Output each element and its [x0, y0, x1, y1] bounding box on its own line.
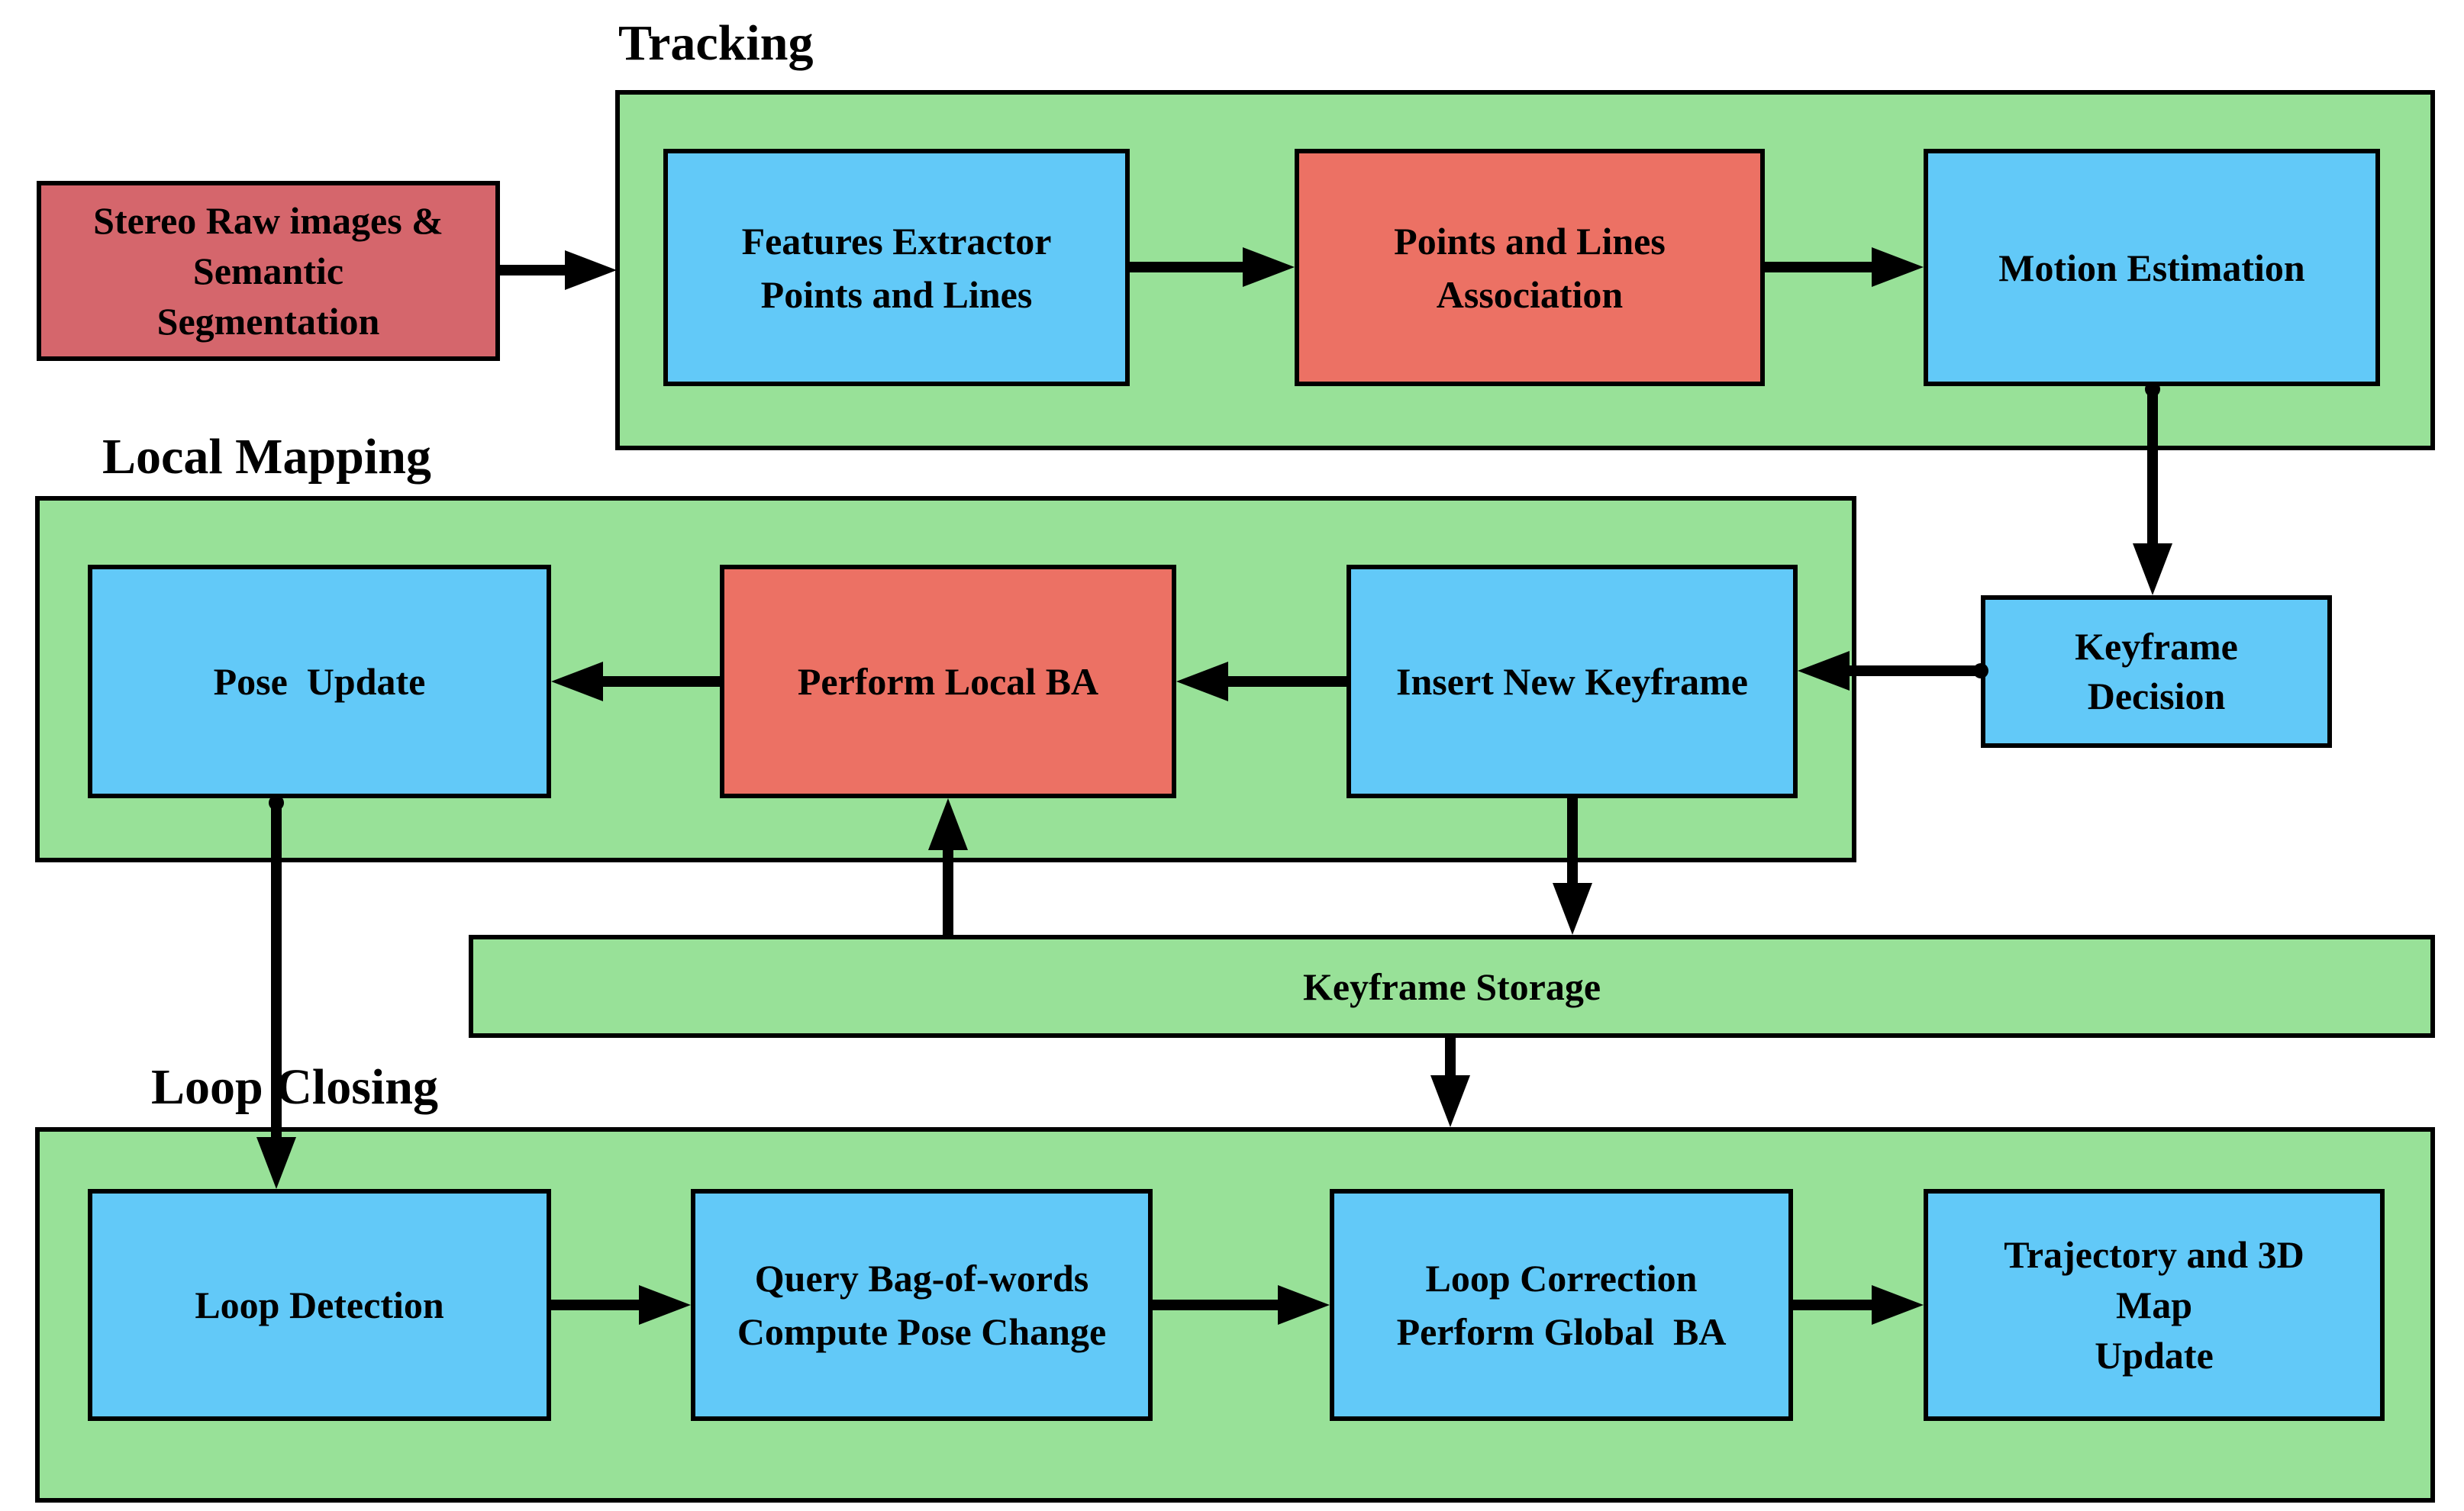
node-motion-estimation: Motion Estimation	[1924, 149, 2380, 386]
node-features-extractor: Features Extractor Points and Lines	[663, 149, 1130, 386]
tracking-section-label: Tracking	[618, 15, 814, 71]
local-mapping-section-label: Local Mapping	[102, 429, 431, 485]
node-insert-new-keyframe: Insert New Keyframe	[1346, 565, 1798, 798]
node-query-bag-of-words: Query Bag-of-words Compute Pose Change	[691, 1189, 1153, 1421]
node-perform-local-ba: Perform Local BA	[720, 565, 1176, 798]
keyframe-storage-bar	[469, 935, 2435, 1038]
node-stereo-input: Stereo Raw images & Semantic Segmentatio…	[37, 181, 500, 361]
loop-closing-section-label: Loop Closing	[151, 1059, 438, 1115]
node-pose-update: Pose Update	[88, 565, 551, 798]
node-loop-correction: Loop Correction Perform Global BA	[1330, 1189, 1793, 1421]
node-loop-detection: Loop Detection	[88, 1189, 551, 1421]
node-trajectory-map-update: Trajectory and 3D Map Update	[1924, 1189, 2385, 1421]
node-points-lines-association: Points and Lines Association	[1295, 149, 1765, 386]
keyframe-storage-label: Keyframe Storage	[1302, 965, 1601, 1008]
node-keyframe-decision: Keyframe Decision	[1981, 595, 2332, 748]
